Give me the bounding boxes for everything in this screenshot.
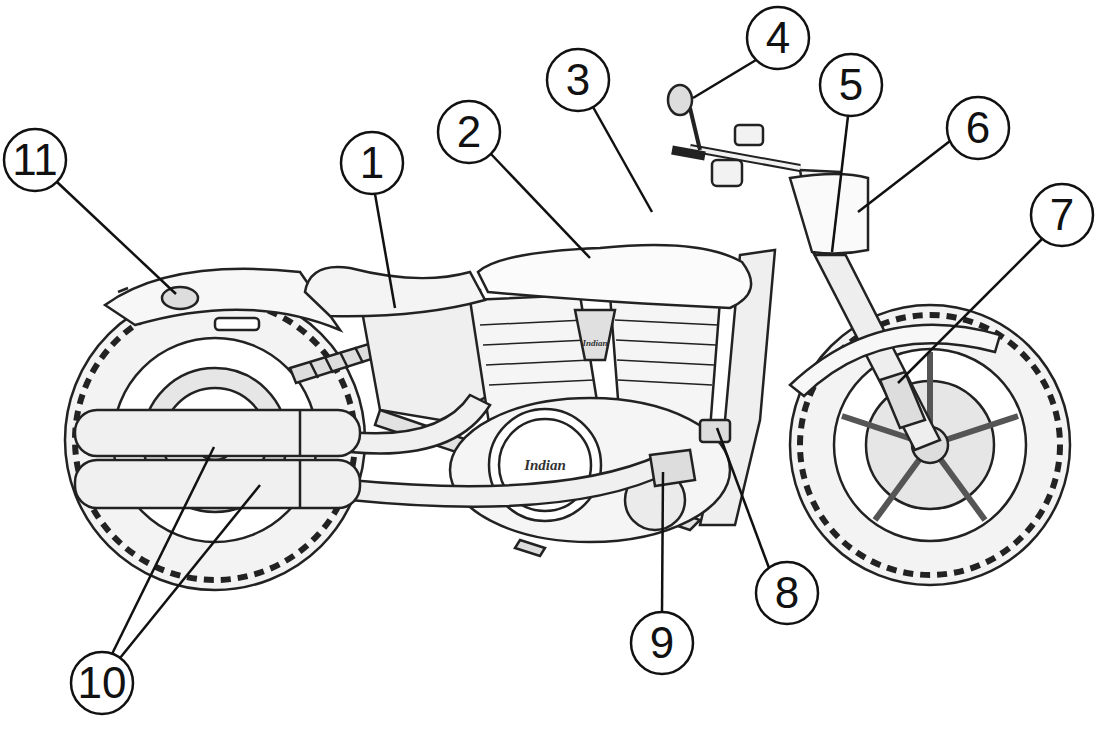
leader-line [491,154,590,258]
exhaust [350,395,490,453]
leader-line [120,485,260,658]
leader-line [593,107,652,212]
leader-line [717,428,769,568]
engine [615,320,718,325]
rear-wheel [65,290,365,590]
handlebar-headlight [690,148,800,168]
exhaust [75,460,360,508]
leader-line [57,182,176,294]
callout-circle [4,7,1093,714]
rear-fender [162,287,198,309]
leader-line [832,116,848,252]
callout-number: 2 [438,101,500,163]
leader-line [858,141,950,212]
callout-number: 10 [71,652,133,714]
leader-line [693,60,756,98]
callout-number: 6 [947,97,1009,159]
exhaust [350,455,670,507]
engine [483,340,588,345]
engine [618,380,712,385]
footpeg-brake [700,420,730,442]
rear-wheel [65,290,365,590]
exhaust [75,395,670,508]
handlebar-headlight [735,125,763,145]
callout-circle [756,562,818,624]
callout-circle [820,54,882,116]
handlebar-headlight [790,174,868,254]
engine [617,360,714,365]
engine [480,320,585,325]
leader-line [898,239,1042,383]
callout-number: 3 [547,49,609,111]
callout-circle [747,7,809,69]
front-fender [790,325,1000,396]
handlebar-headlight [690,148,800,168]
callout-number: 11 [4,129,66,191]
handlebar-headlight [712,160,742,186]
fuel-tank [478,245,751,308]
footpeg-brake [515,540,545,556]
engine [489,380,594,385]
seat [305,267,485,316]
callout-circle [438,101,500,163]
fuel-tank [478,245,751,308]
exhaust [299,460,302,508]
rear-fender [105,269,340,330]
handlebar-headlight [690,108,700,150]
callout-circle [631,612,693,674]
engine [450,398,730,542]
exhaust [299,410,302,456]
rear-fender [215,318,259,330]
footpeg-brake [515,420,730,556]
handlebar-headlight [668,85,692,115]
logo-text: Indian [522,457,568,474]
callout-number: 1 [341,132,403,194]
front-fender [790,325,1000,396]
leader-line [112,447,214,654]
exhaust [75,410,360,456]
engine [575,310,615,360]
callout-number: 8 [756,562,818,624]
callout-circle [71,652,133,714]
callout-circle [547,49,609,111]
rear-fender [105,269,340,330]
rear-fender [118,288,128,292]
leader-line [57,60,1042,658]
callout-number: 4 [747,7,809,69]
callout-circle [341,132,403,194]
leader-line [375,194,395,308]
callout-number: 9 [631,612,693,674]
callout-circle [1031,184,1093,246]
callout-number: 5 [820,54,882,116]
footpeg-brake [650,450,695,486]
front-fork [880,372,925,428]
engine [486,360,591,365]
handlebar-headlight [672,150,705,156]
callout-number: 7 [1031,184,1093,246]
callout-circle [947,97,1009,159]
engine [616,340,716,345]
callout-circle [4,129,66,191]
logo-text: Indian [580,338,609,348]
leader-line [662,472,663,612]
seat [305,267,485,316]
